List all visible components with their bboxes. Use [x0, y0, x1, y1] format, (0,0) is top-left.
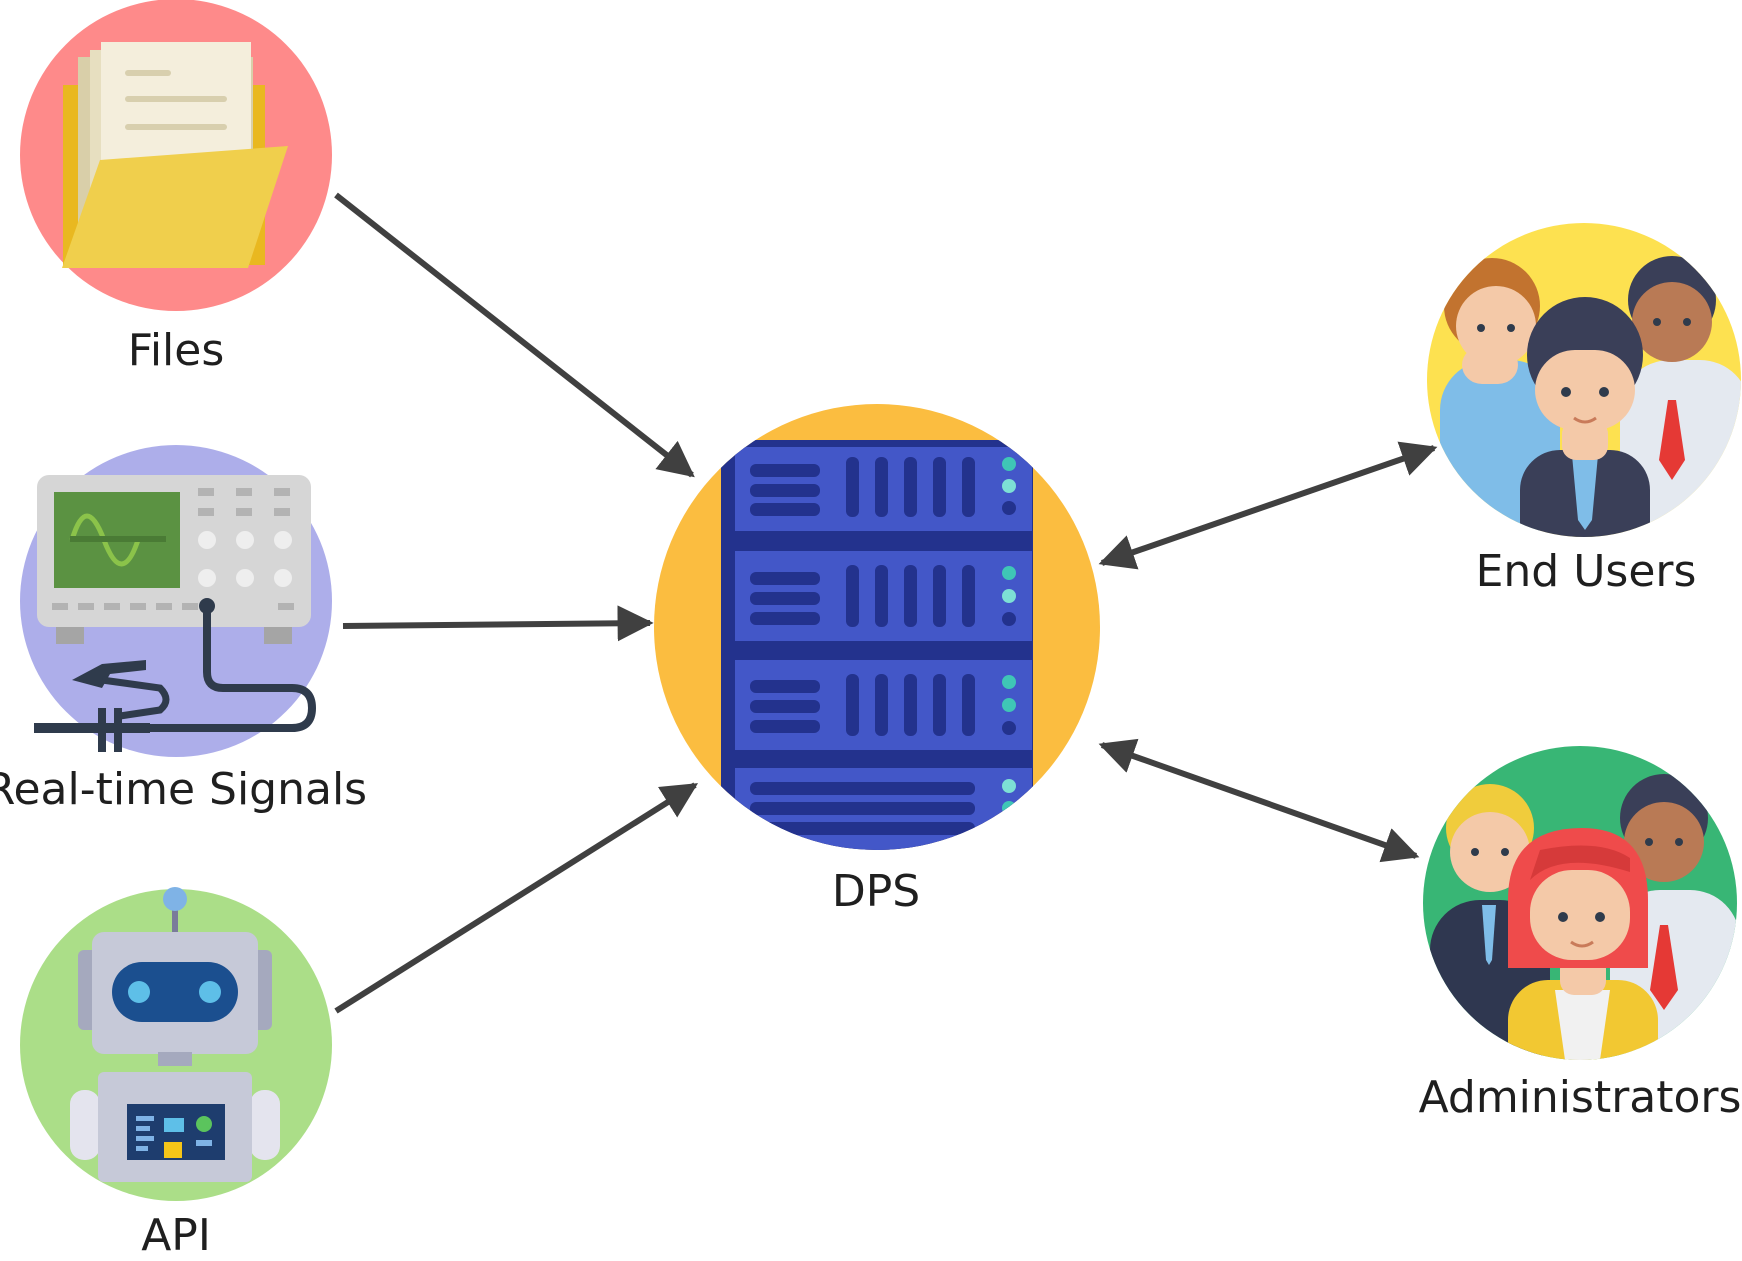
- node-dps: [654, 404, 1100, 850]
- node-files: [20, 0, 332, 311]
- files-label: Files: [127, 325, 225, 376]
- server-rack-3: [735, 660, 1032, 750]
- node-signals: [20, 445, 332, 757]
- server-rack-4: [735, 768, 1032, 850]
- api-label: API: [141, 1210, 211, 1261]
- arrow-files-to-dps: [334, 192, 695, 478]
- node-api: [20, 887, 332, 1201]
- server-rack-2: [735, 551, 1032, 641]
- administrators-label: Administrators: [1418, 1072, 1742, 1123]
- people-group-icon: [1440, 256, 1741, 537]
- node-end-users: [1427, 223, 1741, 537]
- signals-label: Real-time Signals: [0, 764, 368, 815]
- end-users-label: End Users: [1475, 546, 1697, 597]
- dps-label: DPS: [831, 866, 921, 917]
- arrow-dps-administrators: [1098, 738, 1420, 863]
- server-rack-1: [735, 447, 1032, 531]
- arrow-signals-to-dps: [342, 605, 654, 642]
- server-icon: [721, 440, 1033, 850]
- node-administrators: [1423, 746, 1737, 1060]
- arrow-api-to-dps: [334, 782, 699, 1014]
- robot-icon: [70, 887, 280, 1182]
- arrow-dps-end-users: [1098, 441, 1438, 570]
- arrows: [334, 192, 1438, 1014]
- folder-icon: [62, 42, 288, 268]
- admin-group-icon: [1430, 774, 1737, 1060]
- oscilloscope-icon: [34, 475, 317, 752]
